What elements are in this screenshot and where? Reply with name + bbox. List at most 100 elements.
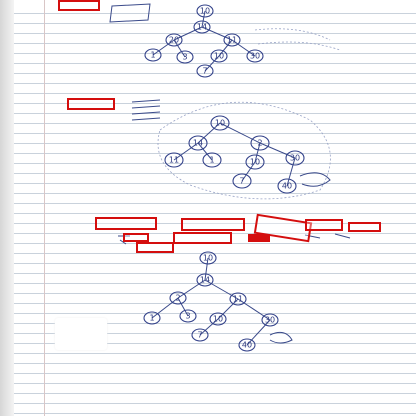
tree-node-circle [191,328,209,342]
tree-edge [151,297,179,319]
highlight-box [173,232,232,244]
tree-edge [286,157,296,187]
tree-edge [201,26,233,41]
tree-node-circle [144,48,162,62]
tree-node-circle [176,50,194,64]
tree-node-label: 2 [175,294,180,303]
highlight-box [181,218,245,231]
tree-node-circle [196,4,214,18]
tree-node-circle [199,251,217,265]
tree-node-label: 14 [193,139,203,148]
highlight-box [248,234,270,242]
highlight-text [307,221,341,223]
tree-edge [231,39,256,57]
highlight-text [175,234,230,236]
tree-node-circle [285,150,305,166]
highlight-text [125,235,147,237]
tree-node-circle [261,313,279,327]
tree-node-label: 11 [227,36,237,45]
highlight-box [305,219,343,231]
tree-edge [201,10,206,28]
tree-node-circle [232,173,252,189]
tree-node-label: 14 [197,23,207,32]
tree-node-circle [210,49,228,63]
tree-node-label: 20 [169,36,179,45]
tree-node-circle [165,33,183,47]
tree-node-label: 2 [257,139,262,148]
tree-edge [237,298,271,321]
tree-node-label: 10 [203,254,213,263]
tree-node-circle [169,291,187,305]
highlight-text [60,2,98,4]
tree-edge [173,39,186,58]
highlight-text [183,220,243,222]
tree-edge [177,279,206,299]
tree-edge [152,39,175,56]
tree-node-label: 7 [197,331,202,340]
tree-node-label: 11 [169,156,179,165]
tree-node-circle [188,135,208,151]
tree-node-label: 14 [200,276,210,285]
tree-node-label: 1 [209,156,214,165]
margin-line [44,0,45,416]
highlight-text [250,236,268,238]
highlight-text [350,224,379,226]
tree-edge [246,319,271,346]
tree-node-label: 40 [282,182,292,191]
tree-node-circle [223,33,241,47]
tree-node-circle [193,20,211,34]
tree-edge [259,142,296,159]
tree-node-circle [196,64,214,78]
highlight-text [69,100,113,102]
tree-node-circle [143,311,161,325]
highlight-text [138,244,172,246]
tree-node-label: 30 [250,52,260,61]
faint-loop-middle [157,101,331,200]
highlight-text [97,219,155,221]
tree-node-label: 11 [233,295,243,304]
highlight-box [123,233,149,242]
tree-node-label: 10 [215,119,225,128]
tree-node-circle [245,154,265,170]
tree-node-label: 10 [214,52,224,61]
scribble-scratch-1 [299,172,331,187]
scribble-lines-middle [131,99,161,121]
highlight-box [67,98,115,110]
tree-edge [177,297,189,317]
tree-edge [204,279,239,300]
tree-node-circle [246,49,264,63]
tree-node-label: 30 [290,154,300,163]
highlight-box [58,0,100,11]
tree-edge [199,318,219,336]
tree-node-circle [238,338,256,352]
tree-edge [241,161,256,182]
scribble-box-top [109,3,151,23]
tree-node-label: 1 [150,51,155,60]
tree-node-label: 1 [149,314,154,323]
blank-patch [55,318,107,350]
scribble-near-right [304,233,351,239]
tree-edge [218,39,233,57]
tree-node-circle [250,135,270,151]
tree-node-label: 10 [213,315,223,324]
tree-node-circle [164,152,184,168]
tree-edge [197,122,221,144]
tree-node-circle [209,312,227,326]
tree-node-label: 40 [242,341,252,350]
tree-node-circle [179,309,197,323]
scribble-scratch-2 [269,331,293,344]
tree-node-label: 7 [202,67,207,76]
tree-edge [204,55,220,72]
tree-edge [197,142,213,161]
tree-edge [173,142,199,161]
tree-node-label: 3 [182,53,187,62]
faint-notes-top [254,28,341,51]
highlight-box [95,217,157,230]
tree-edge [217,298,239,320]
tree-node-circle [196,273,214,287]
